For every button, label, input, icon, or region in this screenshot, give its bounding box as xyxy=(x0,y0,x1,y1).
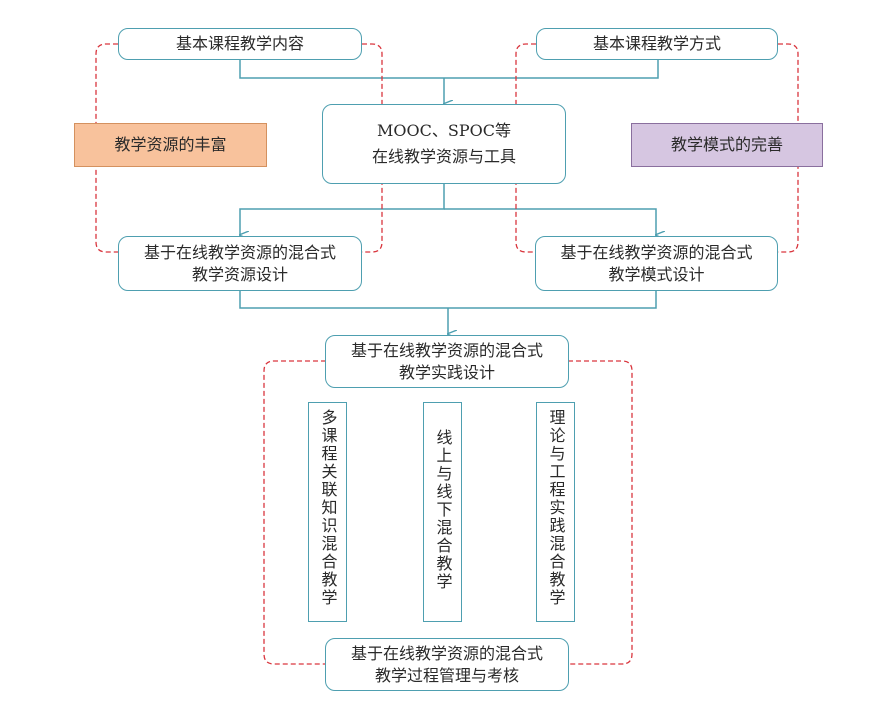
flow-designs-merge xyxy=(239,291,657,309)
node-label-line1: 基于在线教学资源的混合式 xyxy=(560,242,753,262)
node-basic-content: 基本课程教学内容 xyxy=(118,28,362,60)
dashed-practice-loop xyxy=(263,360,326,665)
node-mode-perfect: 教学模式的完善 xyxy=(631,123,823,167)
node-label-line2: 教学过程管理与考核 xyxy=(374,665,519,685)
node-process-management: 基于在线教学资源的混合式 教学过程管理与考核 xyxy=(325,638,569,691)
node-label-line2: 教学资源设计 xyxy=(191,264,288,284)
flow-content-to-mooc xyxy=(239,60,659,79)
flow-mooc-split-right xyxy=(444,208,656,235)
node-basic-method: 基本课程教学方式 xyxy=(536,28,778,60)
dashed-practice-loop-right xyxy=(568,360,633,665)
node-label: 多课程关联知识混合教学 xyxy=(318,409,338,607)
node-resource-design: 基于在线教学资源的混合式 教学资源设计 xyxy=(118,236,362,291)
flow-mooc-split xyxy=(240,184,445,235)
node-label-line2: 教学实践设计 xyxy=(398,362,495,382)
node-multi-course: 多课程关联知识混合教学 xyxy=(308,402,347,622)
node-label-line2: 在线教学资源与工具 xyxy=(371,147,516,166)
node-label-line1: 基于在线教学资源的混合式 xyxy=(350,340,543,360)
node-label-line1: MOOC、SPOC等 xyxy=(377,121,511,140)
node-mode-design: 基于在线教学资源的混合式 教学模式设计 xyxy=(535,236,778,291)
node-practice-design: 基于在线教学资源的混合式 教学实践设计 xyxy=(325,335,569,388)
node-label-line2: 教学模式设计 xyxy=(608,264,705,284)
node-label: 线上与线下混合教学 xyxy=(433,429,453,591)
node-theory-practice: 理论与工程实践混合教学 xyxy=(536,402,575,622)
node-label: 理论与工程实践混合教学 xyxy=(546,409,566,607)
node-resources-rich: 教学资源的丰富 xyxy=(74,123,267,167)
node-label-line1: 基于在线教学资源的混合式 xyxy=(143,242,336,262)
node-label: 基本课程教学方式 xyxy=(592,34,721,53)
node-mooc-spoc: MOOC、SPOC等 在线教学资源与工具 xyxy=(322,104,566,184)
node-online-offline: 线上与线下混合教学 xyxy=(423,402,462,622)
node-label: 教学模式的完善 xyxy=(670,135,783,154)
node-label: 基本课程教学内容 xyxy=(175,34,304,53)
node-label-line1: 基于在线教学资源的混合式 xyxy=(350,643,543,663)
node-label: 教学资源的丰富 xyxy=(114,135,227,154)
